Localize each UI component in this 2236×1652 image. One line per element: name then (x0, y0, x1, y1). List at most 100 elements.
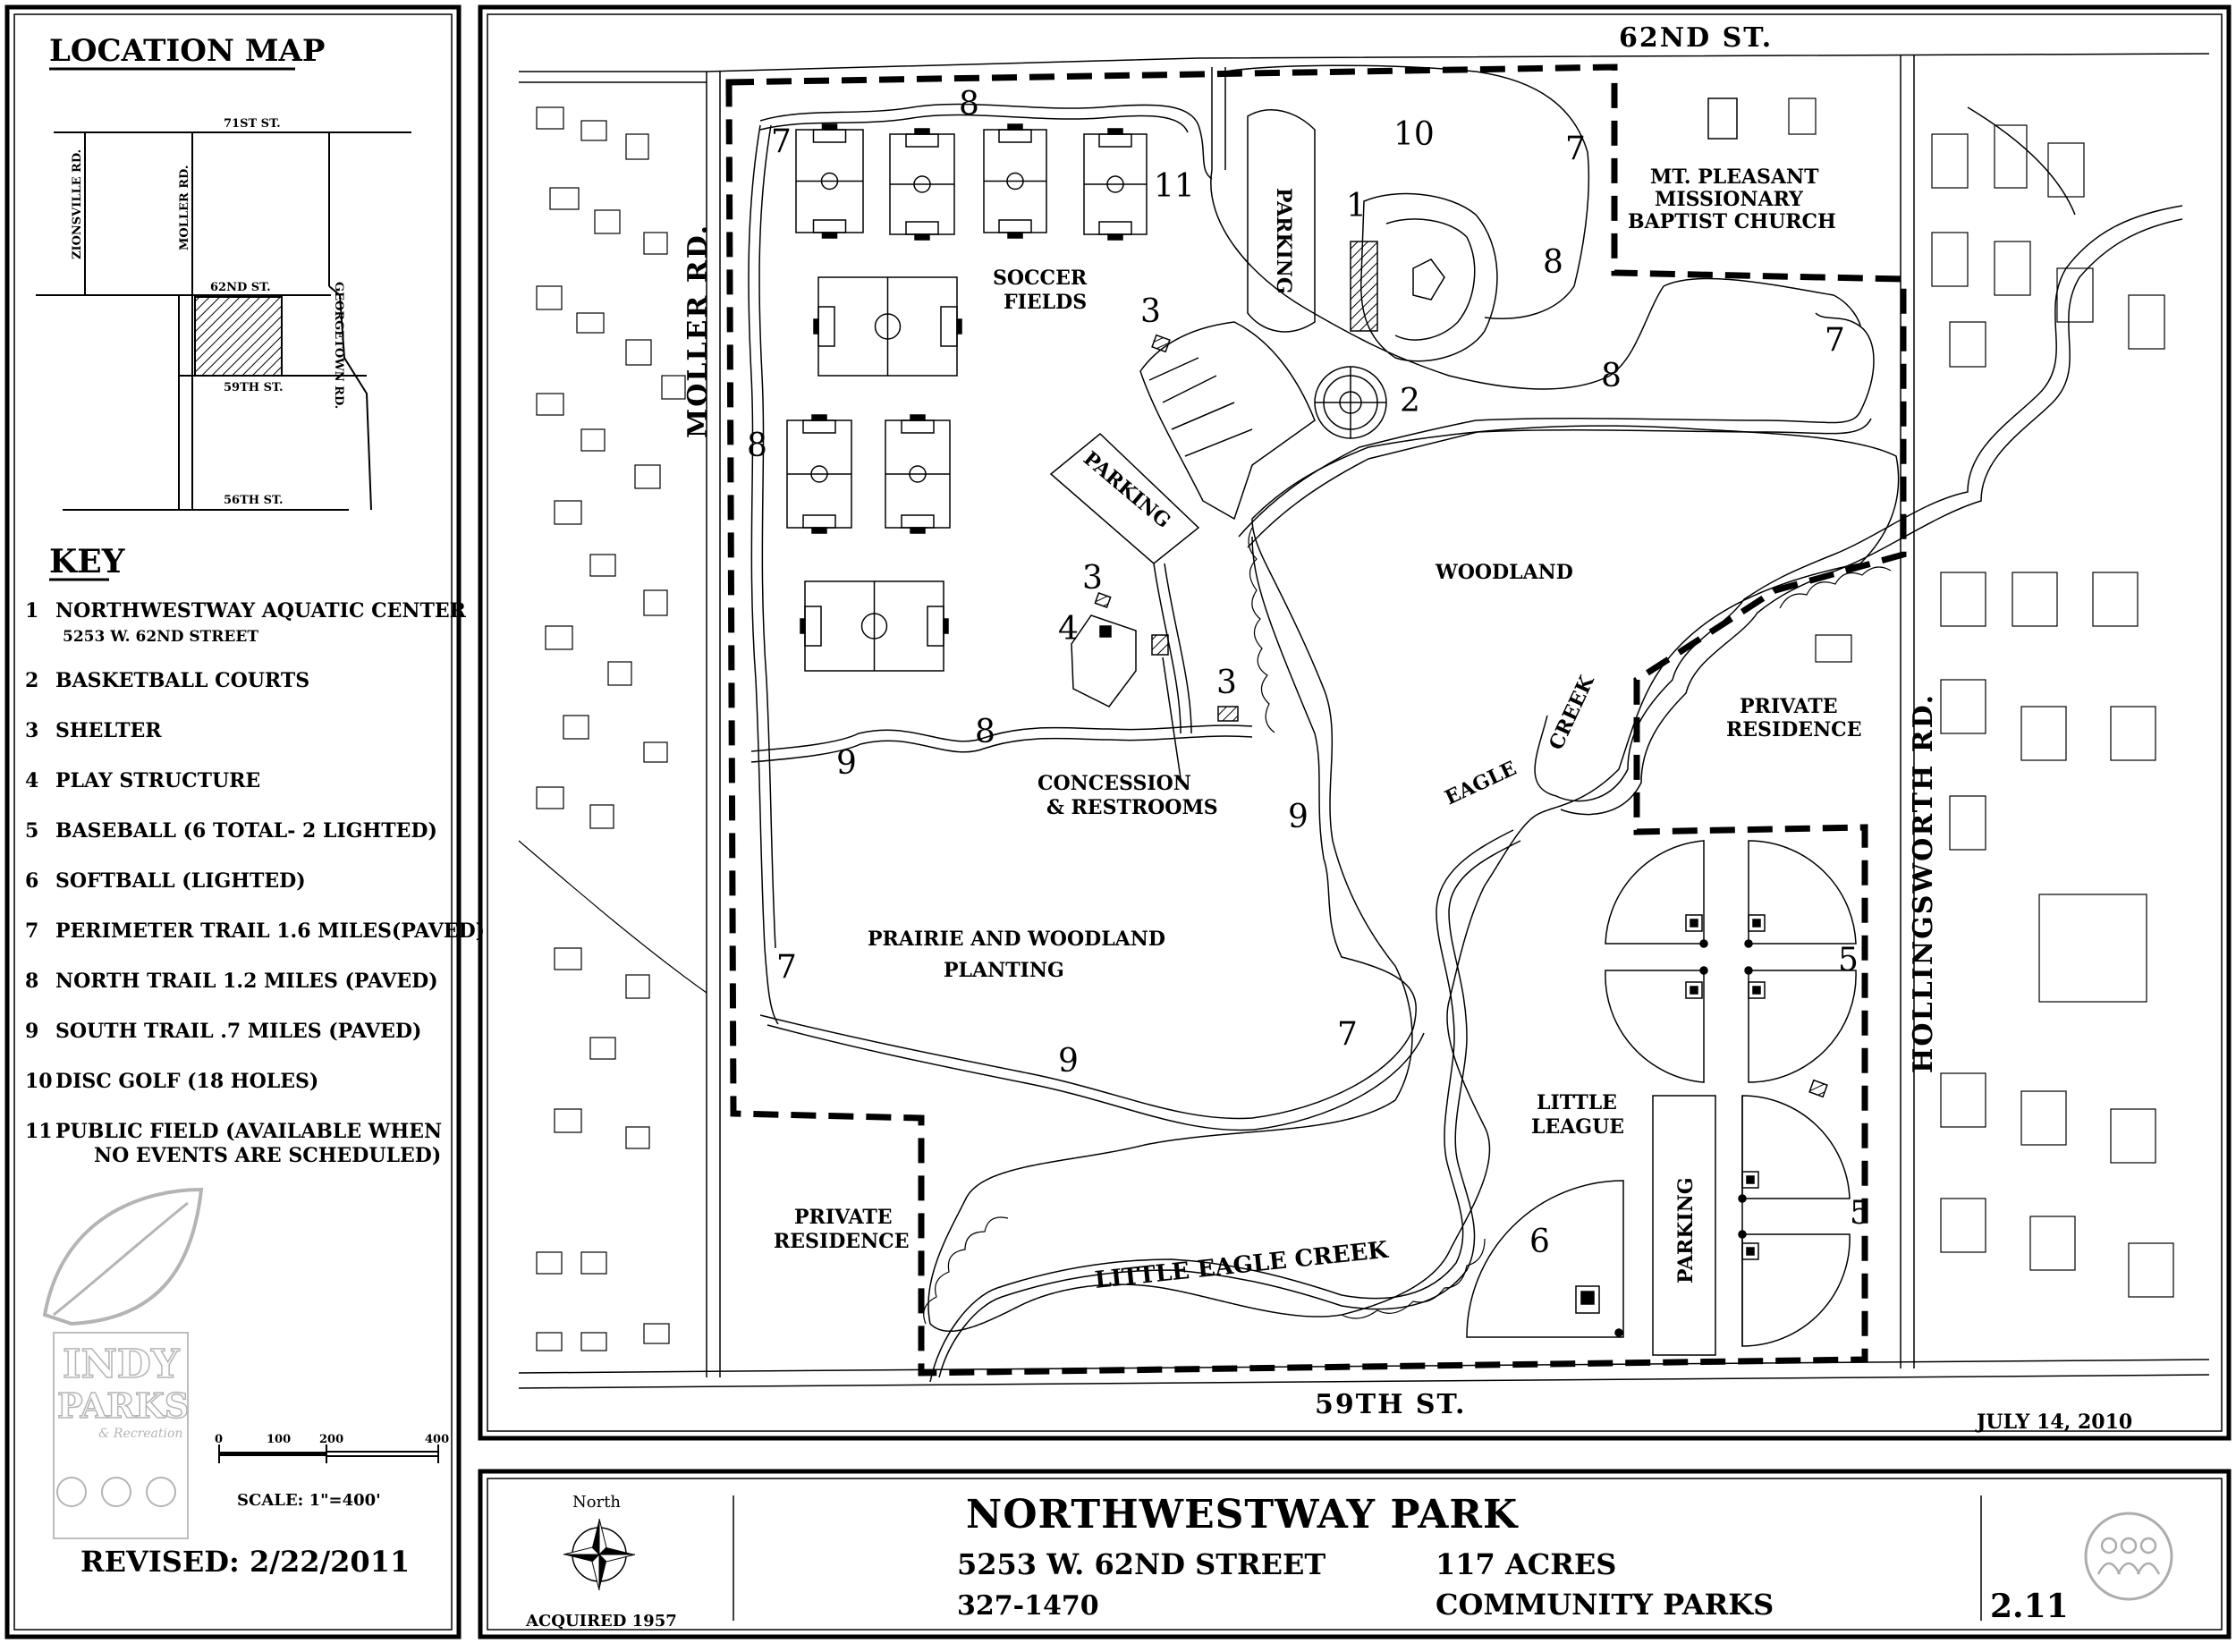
park-address: 5253 W. 62ND STREET (957, 1547, 1326, 1581)
key-title: KEY (49, 543, 126, 580)
parking-lot-central (1049, 432, 1200, 564)
parking-label-south: PARKING (1674, 1177, 1698, 1283)
key-item: 9 SOUTH TRAIL .7 MILES (PAVED) (25, 1020, 421, 1043)
park-location-hatch (194, 296, 283, 377)
scale-label: SCALE: 1"=400' (237, 1491, 381, 1510)
key-item-label: BASKETBALL COURTS (55, 669, 309, 692)
title-block: North ACQUIRED 1957 NORTHWESTWAY PARK 52… (478, 1469, 2232, 1639)
soccer-field (813, 276, 962, 377)
map-feature-number: 5 (1850, 1195, 1870, 1232)
neighborhood-east (1788, 97, 2174, 1298)
map-date: JULY 14, 2010 (1975, 1411, 2132, 1434)
key-item-label: BASEBALL (6 TOTAL- 2 LIGHTED) (55, 819, 437, 843)
key-item-number: 3 (25, 719, 38, 742)
map-feature-number: 8 (1543, 244, 1563, 281)
map-feature-number: 3 (1216, 665, 1237, 701)
map-feature-number: 9 (1058, 1043, 1079, 1080)
logo-indy: INDY (63, 1342, 180, 1387)
key-item-number: 4 (25, 769, 38, 792)
left-panel: LOCATION MAP 71ST ST. (4, 4, 485, 1639)
lm-71st: 71ST ST. (224, 117, 281, 131)
run-icon (101, 1477, 131, 1507)
main-map: 62ND ST. 59TH ST. MOLLER RD. HOLLINGSWOR… (478, 4, 2232, 1441)
lm-62nd: 62ND ST. (210, 281, 271, 294)
location-map: LOCATION MAP 71ST ST. (36, 33, 411, 511)
map-feature-number: 7 (1565, 131, 1586, 167)
neighborhood-west (518, 106, 707, 1351)
key-item-number: 5 (25, 819, 38, 843)
park-phone: 327-1470 (957, 1590, 1099, 1622)
key-item-number: 6 (25, 869, 38, 893)
map-feature-number: 7 (776, 949, 797, 986)
revised-date: REVISED: 2/22/2011 (80, 1545, 410, 1579)
other-shelter (1808, 1079, 1828, 1098)
baseball-complex-north (1466, 840, 1857, 1347)
map-labels: 62ND ST. 59TH ST. MOLLER RD. HOLLINGSWOR… (682, 22, 2132, 1434)
scale-tick-100: 100 (267, 1433, 291, 1446)
soccer-field (795, 123, 864, 239)
key-item-number: 9 (25, 1020, 38, 1043)
soccer-field (889, 128, 955, 241)
map-feature-number: 1 (1346, 188, 1367, 225)
leaf-icon (42, 1187, 204, 1326)
scale-tick-200: 200 (319, 1433, 343, 1446)
lm-56th: 56TH ST. (224, 494, 284, 507)
map-feature-number: 10 (1393, 116, 1435, 153)
north-label: North (572, 1493, 621, 1512)
parking-label-north: PARKING (1272, 188, 1295, 294)
concession-building (1151, 634, 1169, 656)
key-item-label: SOFTBALL (LIGHTED) (55, 869, 306, 893)
key-item-label: PERIMETER TRAIL 1.6 MILES(PAVED) (55, 919, 485, 943)
lm-zionsville: ZIONSVILLE RD. (71, 149, 84, 259)
little-league-label-1: LITTLE (1537, 1091, 1617, 1114)
map-feature-number: 6 (1529, 1224, 1550, 1260)
soccer-fields (786, 123, 1148, 672)
key-item-label: SHELTER (55, 719, 162, 742)
lm-59th: 59TH ST. (224, 381, 284, 394)
scale-tick-400: 400 (425, 1433, 449, 1446)
bike-icon (146, 1477, 176, 1507)
map-feature-number: 8 (1601, 358, 1622, 394)
shelter-a (1151, 334, 1171, 353)
map-feature-number: 3 (1082, 560, 1103, 597)
key-item: 5 BASEBALL (6 TOTAL- 2 LIGHTED) (25, 819, 437, 843)
key-item-number: 1 (25, 599, 38, 623)
sheet-number: 2.11 (1990, 1588, 2069, 1625)
concession-label-2: & RESTROOMS (1046, 796, 1218, 819)
map-feature-number: 7 (1825, 322, 1845, 359)
key-item-label: PUBLIC FIELD (AVAILABLE WHEN (55, 1120, 442, 1143)
key-item-number: 7 (25, 919, 38, 943)
soccer-field (1083, 128, 1148, 241)
map-feature-number: 8 (747, 428, 767, 464)
north-arrow-icon (563, 1518, 636, 1591)
shelter-c (1217, 706, 1239, 722)
key-item-label: SOUTH TRAIL .7 MILES (PAVED) (55, 1020, 421, 1043)
location-map-title: LOCATION MAP (49, 33, 325, 69)
key-item: 3 SHELTER (25, 719, 162, 742)
aquatic-center (1314, 192, 1498, 439)
parking-lot-south (1652, 1095, 1716, 1356)
key-item-label: DISC GOLF (18 HOLES) (55, 1070, 318, 1093)
map-feature-number: 7 (771, 123, 792, 160)
lm-georgetown: GEORGETOWN RD. (332, 282, 345, 409)
scale-tick-0: 0 (215, 1433, 223, 1446)
key-item-number: 8 (25, 970, 38, 993)
map-feature-number: 3 (1140, 293, 1161, 330)
map-feature-number: 8 (959, 86, 979, 123)
key-item-sublabel: NO EVENTS ARE SCHEDULED) (94, 1144, 441, 1167)
private-residence-west-1: PRIVATE (794, 1206, 892, 1229)
eagle-creek (1534, 106, 2183, 816)
church-label-3: BAPTIST CHURCH (1628, 210, 1836, 233)
park-name: NORTHWESTWAY PARK (966, 1492, 1519, 1538)
church-label-1: MT. PLEASANT (1650, 165, 1819, 189)
park-boundary (725, 64, 1907, 1377)
map-feature-number: 2 (1400, 383, 1420, 419)
